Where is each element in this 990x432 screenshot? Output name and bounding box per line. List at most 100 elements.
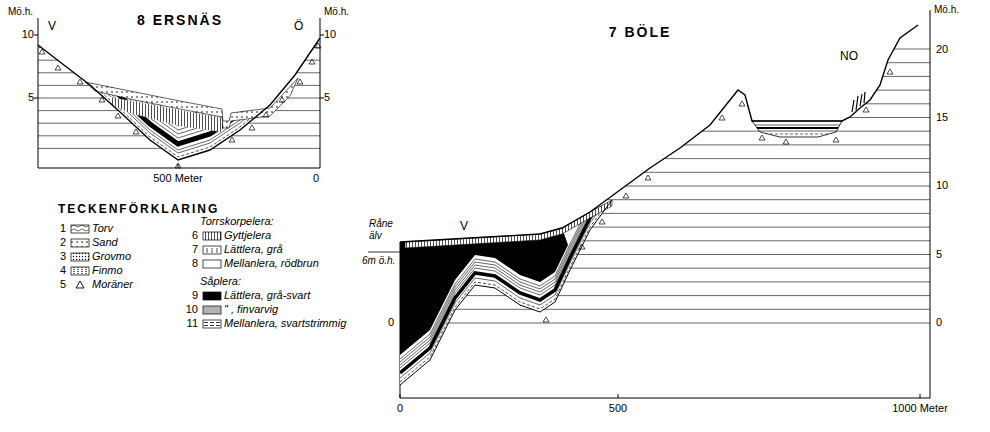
moraine-symbol: [99, 97, 105, 102]
legend-number: 2: [60, 236, 66, 249]
moraine-symbol: [175, 163, 181, 168]
grid-line: [877, 90, 930, 91]
moraine-symbol: [833, 137, 839, 142]
scale-label: 1000 Meter: [892, 402, 948, 415]
axis-number: 10: [22, 28, 34, 41]
axis-unit: Mö.h.: [8, 6, 33, 18]
grid-line: [564, 227, 930, 228]
legend-text: Lättlera, grå: [224, 243, 283, 256]
legend-number: 8: [192, 257, 198, 270]
moraine-symbol: [543, 317, 549, 322]
legend-swatch: [203, 232, 221, 240]
direction-label: V: [48, 20, 56, 34]
legend-swatch: [71, 267, 89, 275]
axis-unit: Mö.h.: [324, 6, 349, 18]
axis-number: 10: [324, 28, 336, 41]
moraine-symbol: [279, 97, 285, 102]
moraine-symbol: [77, 79, 83, 84]
grid-line: [894, 49, 930, 50]
grid-line: [38, 85, 320, 86]
moraine-symbol: [115, 113, 121, 118]
legend-number: 10: [186, 303, 198, 316]
grid-line: [849, 117, 930, 118]
legend-swatch: [203, 320, 221, 328]
scale-label: 0: [313, 172, 319, 185]
legend-number: 7: [192, 243, 198, 256]
section-title: 8 ERSNÄS: [137, 12, 223, 28]
axis-number: 10: [936, 179, 948, 192]
level-label: 6m ö.h.: [362, 255, 395, 267]
legend-number: 3: [60, 250, 66, 263]
moraine-symbol: [263, 112, 269, 117]
legend-swatch: [203, 292, 221, 300]
grid-line: [684, 144, 930, 145]
axis-number: 5: [324, 91, 330, 104]
legend-swatch: [76, 281, 84, 288]
legend-swatch: [71, 253, 89, 261]
moraine-symbol: [887, 69, 893, 74]
moraine-symbol: [719, 115, 725, 120]
moraine-symbol: [39, 49, 45, 54]
scale-label: 0: [397, 402, 403, 415]
legend-number: 1: [60, 222, 66, 235]
direction-label: NO: [840, 50, 858, 64]
scale-label: 500: [609, 402, 627, 415]
moraine-symbol: [55, 65, 61, 70]
moraine-symbol: [599, 219, 605, 224]
moraine-symbol: [249, 125, 255, 130]
section-title: 7 BÖLE: [609, 24, 672, 40]
grid-line: [38, 60, 320, 61]
legend-group: Torrskorpelera:: [200, 215, 274, 228]
moraine-symbol: [645, 175, 651, 180]
legend-title: TECKENFÖRKLARING: [58, 203, 219, 217]
legend-swatch: [203, 260, 221, 268]
legend-swatch: [203, 246, 221, 254]
moraine-symbol: [297, 79, 303, 84]
moraine-symbol: [739, 101, 745, 106]
grid-line: [400, 323, 930, 324]
grid-line: [607, 199, 930, 200]
grid-line: [887, 62, 930, 63]
grid-line: [400, 309, 930, 310]
grid-line: [38, 47, 320, 48]
axis-number: 0: [936, 316, 942, 329]
grid-line: [588, 213, 930, 214]
axis-number: 0: [388, 316, 394, 329]
legend-text: Moräner: [92, 278, 133, 291]
legend-swatch: [203, 306, 221, 314]
axis-number: 5: [936, 248, 942, 261]
moraine-symbol: [229, 137, 235, 142]
axis-unit: Mö.h.: [934, 4, 959, 16]
moraine-symbol: [863, 107, 869, 112]
axis-number: 15: [936, 111, 948, 124]
grid-line: [664, 158, 930, 159]
legend-text: Sand: [92, 236, 118, 249]
legend-text: Mellanlera, rödbrun: [224, 257, 319, 270]
moraine-symbol: [783, 139, 789, 144]
grid-line: [883, 76, 930, 77]
grid-line: [400, 295, 930, 296]
grid-line: [644, 172, 930, 173]
legend-text: Finmo: [92, 264, 123, 277]
legend-text: Mellanlera, svartstrimmig: [224, 317, 346, 330]
moraine-symbol: [315, 43, 321, 48]
moraine-symbol: [309, 59, 315, 64]
scale-label: 500 Meter: [153, 172, 203, 185]
moraine-symbol: [579, 244, 585, 249]
direction-label: Ö: [294, 20, 303, 34]
legend-text: Torv: [92, 222, 113, 235]
legend-text: " , finvarvig: [224, 303, 278, 316]
legend-group: Såplera:: [200, 275, 241, 288]
moraine-symbol: [623, 193, 629, 198]
grid-line: [625, 186, 930, 187]
legend-number: 4: [60, 264, 66, 277]
axis-number: 20: [936, 43, 948, 56]
legend-text: Gyttjelera: [224, 229, 271, 242]
legend-swatch: [71, 239, 89, 247]
legend-number: 11: [187, 317, 198, 330]
grid-line: [865, 103, 930, 104]
direction-label: V: [460, 220, 468, 234]
grid-line: [38, 72, 320, 73]
legend-number: 9: [192, 289, 198, 302]
